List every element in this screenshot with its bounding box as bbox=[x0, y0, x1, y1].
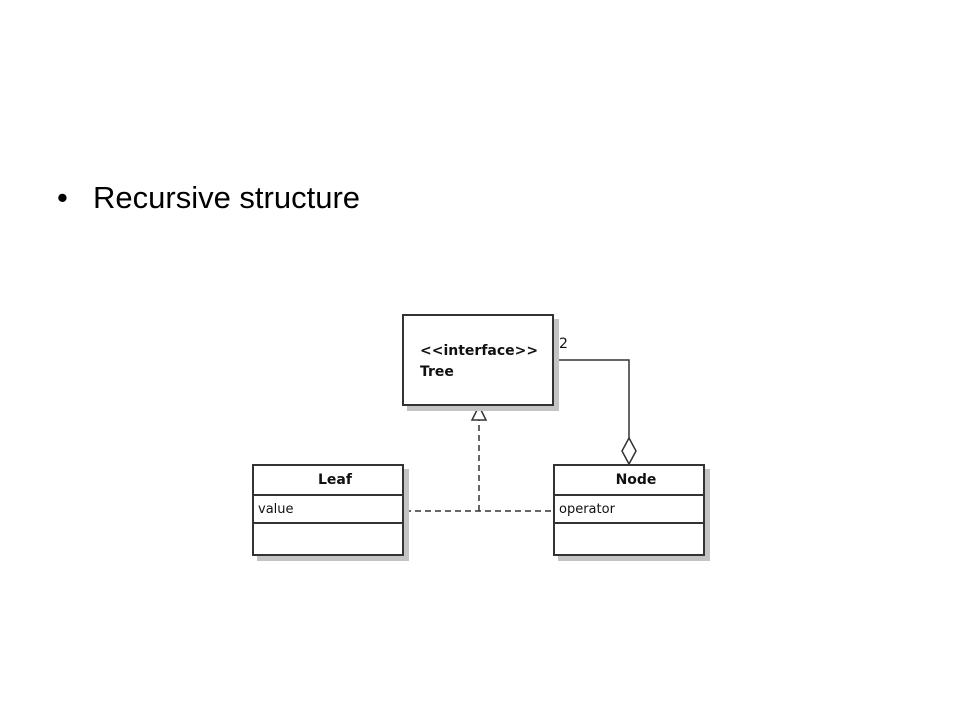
tree-interface-box: <<interface>> Tree bbox=[402, 314, 554, 406]
aggregation-line bbox=[554, 359, 630, 438]
node-class-box: Node operator bbox=[553, 464, 705, 556]
interface-stereotype: <<interface>> bbox=[420, 343, 539, 359]
node-class-name: Node bbox=[555, 466, 703, 496]
bullet-point: • Recursive structure bbox=[57, 176, 360, 220]
leaf-attribute: value bbox=[254, 496, 402, 524]
aggregation-multiplicity: 2 bbox=[559, 336, 568, 352]
interface-name: Tree bbox=[420, 364, 454, 380]
aggregation-diamond-icon bbox=[621, 436, 637, 466]
bullet-text: Recursive structure bbox=[93, 180, 361, 215]
node-attribute: operator bbox=[555, 496, 703, 524]
bullet-dot-icon: • bbox=[57, 180, 68, 215]
leaf-class-name: Leaf bbox=[254, 466, 402, 496]
realization-arrowhead-icon bbox=[470, 404, 488, 421]
leaf-class-box: Leaf value bbox=[252, 464, 404, 556]
